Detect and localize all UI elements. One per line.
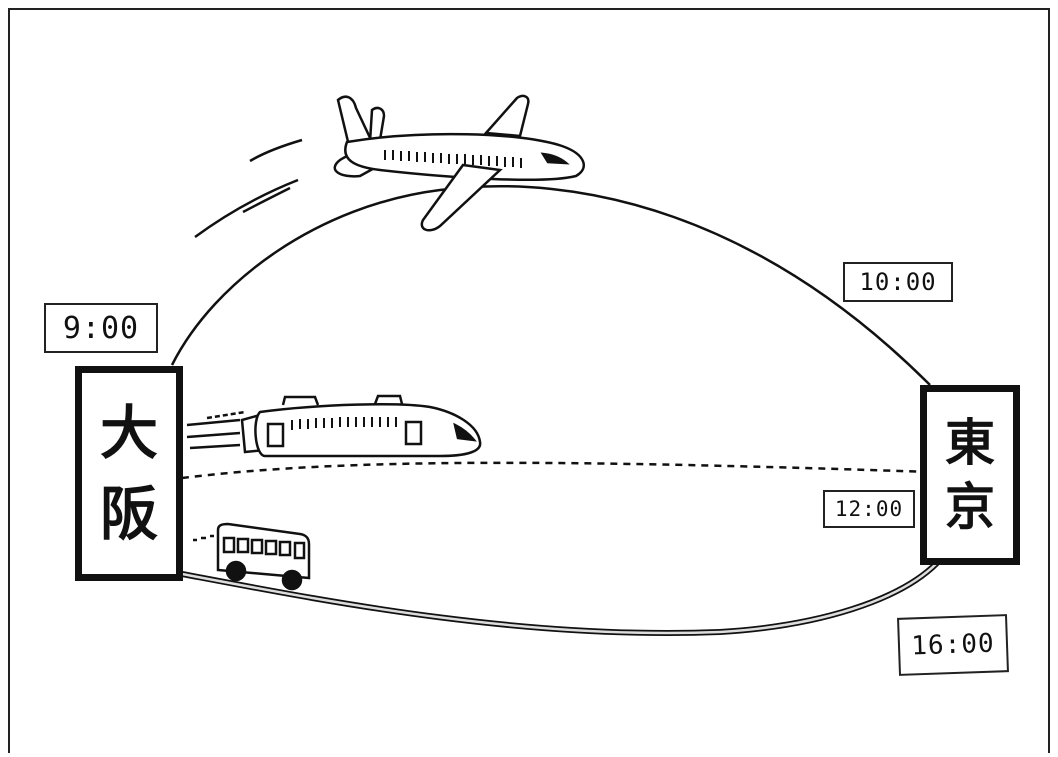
train-icon xyxy=(187,396,480,456)
origin-city-char-1: 大 xyxy=(100,403,158,464)
destination-city-sign: 東 京 xyxy=(920,385,1020,565)
plane-arrival-time: 10:00 xyxy=(843,262,953,302)
train-route xyxy=(182,463,930,478)
airplane-icon xyxy=(195,96,584,237)
origin-city-char-2: 阪 xyxy=(100,484,158,545)
destination-city-char-2: 京 xyxy=(945,481,995,534)
destination-city-char-1: 東 xyxy=(945,417,995,470)
origin-departure-time: 9:00 xyxy=(44,303,158,353)
bus-arrival-time: 16:00 xyxy=(897,614,1009,676)
origin-city-sign: 大 阪 xyxy=(75,366,183,581)
plane-route xyxy=(172,186,930,385)
train-arrival-time: 12:00 xyxy=(823,490,915,528)
